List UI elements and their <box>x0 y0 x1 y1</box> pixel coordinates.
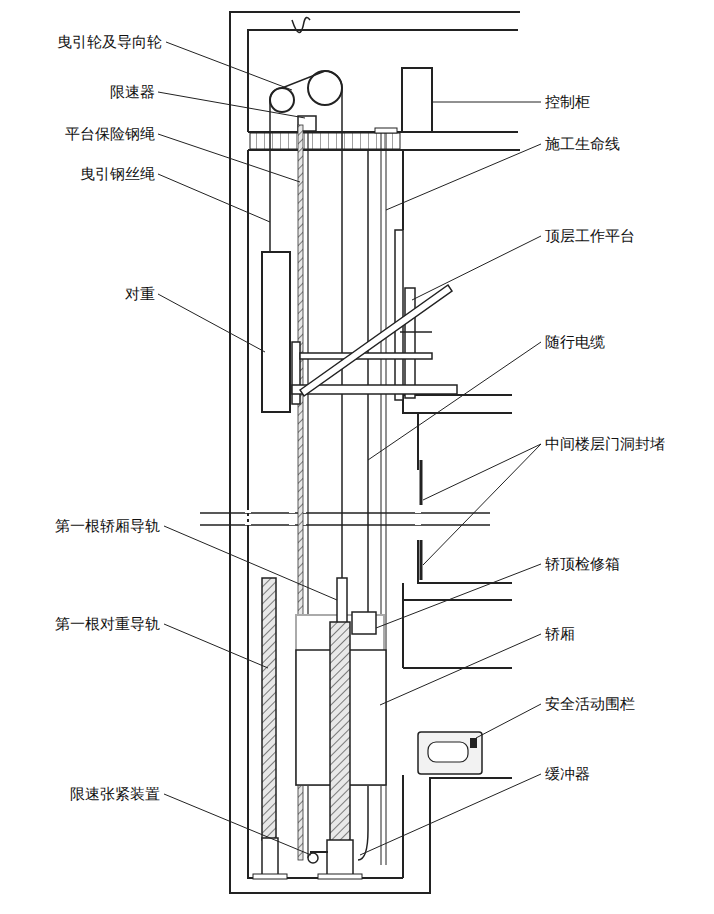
top-platform <box>292 230 457 404</box>
fence-clamp <box>470 738 477 748</box>
machine-room <box>248 30 520 150</box>
door-seal <box>420 460 423 580</box>
part-label: 安全活动围栏 <box>545 695 635 713</box>
part-label: 限速张紧装置 <box>70 785 160 803</box>
shaft-wall <box>248 150 403 878</box>
counterweight-rail <box>262 578 276 840</box>
part-label: 对重 <box>125 285 155 303</box>
part-label: 第一根轿厢导轨 <box>55 517 160 535</box>
car-rail <box>330 622 350 854</box>
part-label: 轿厢 <box>545 625 575 643</box>
anchor <box>375 128 397 133</box>
hook <box>292 17 310 32</box>
break-line <box>200 513 490 525</box>
buffer <box>327 840 353 878</box>
car-top-box <box>352 612 376 634</box>
part-label: 控制柜 <box>545 93 590 111</box>
rail-base <box>262 838 278 878</box>
part-label: 顶层工作平台 <box>545 227 635 245</box>
part-label: 平台保险钢绳 <box>65 125 155 143</box>
control-cabinet <box>402 68 432 132</box>
safety-fence <box>428 742 468 762</box>
car-rail <box>337 578 347 628</box>
part-label: 曳引钢丝绳 <box>80 165 155 183</box>
leader-lines <box>158 42 541 855</box>
outer-wall <box>230 12 520 893</box>
part-label: 中间楼层门洞封堵 <box>545 435 665 453</box>
part-label: 轿顶检修箱 <box>545 555 620 573</box>
part-label: 第一根对重导轨 <box>55 615 160 633</box>
counterweight <box>262 252 290 412</box>
tension-arm <box>310 851 328 853</box>
lower-floors <box>403 540 512 878</box>
part-label: 曳引轮及导向轮 <box>57 33 162 51</box>
traction-rope <box>269 100 271 252</box>
safety-fence <box>418 732 482 774</box>
rail-base <box>318 874 362 879</box>
part-label: 缓冲器 <box>545 765 590 783</box>
rail-base <box>253 874 287 879</box>
floor-slab <box>250 133 400 149</box>
break-gap <box>248 510 418 528</box>
part-label: 随行电缆 <box>545 333 605 351</box>
part-label: 施工生命线 <box>545 135 620 153</box>
part-label: 限速器 <box>110 83 155 101</box>
